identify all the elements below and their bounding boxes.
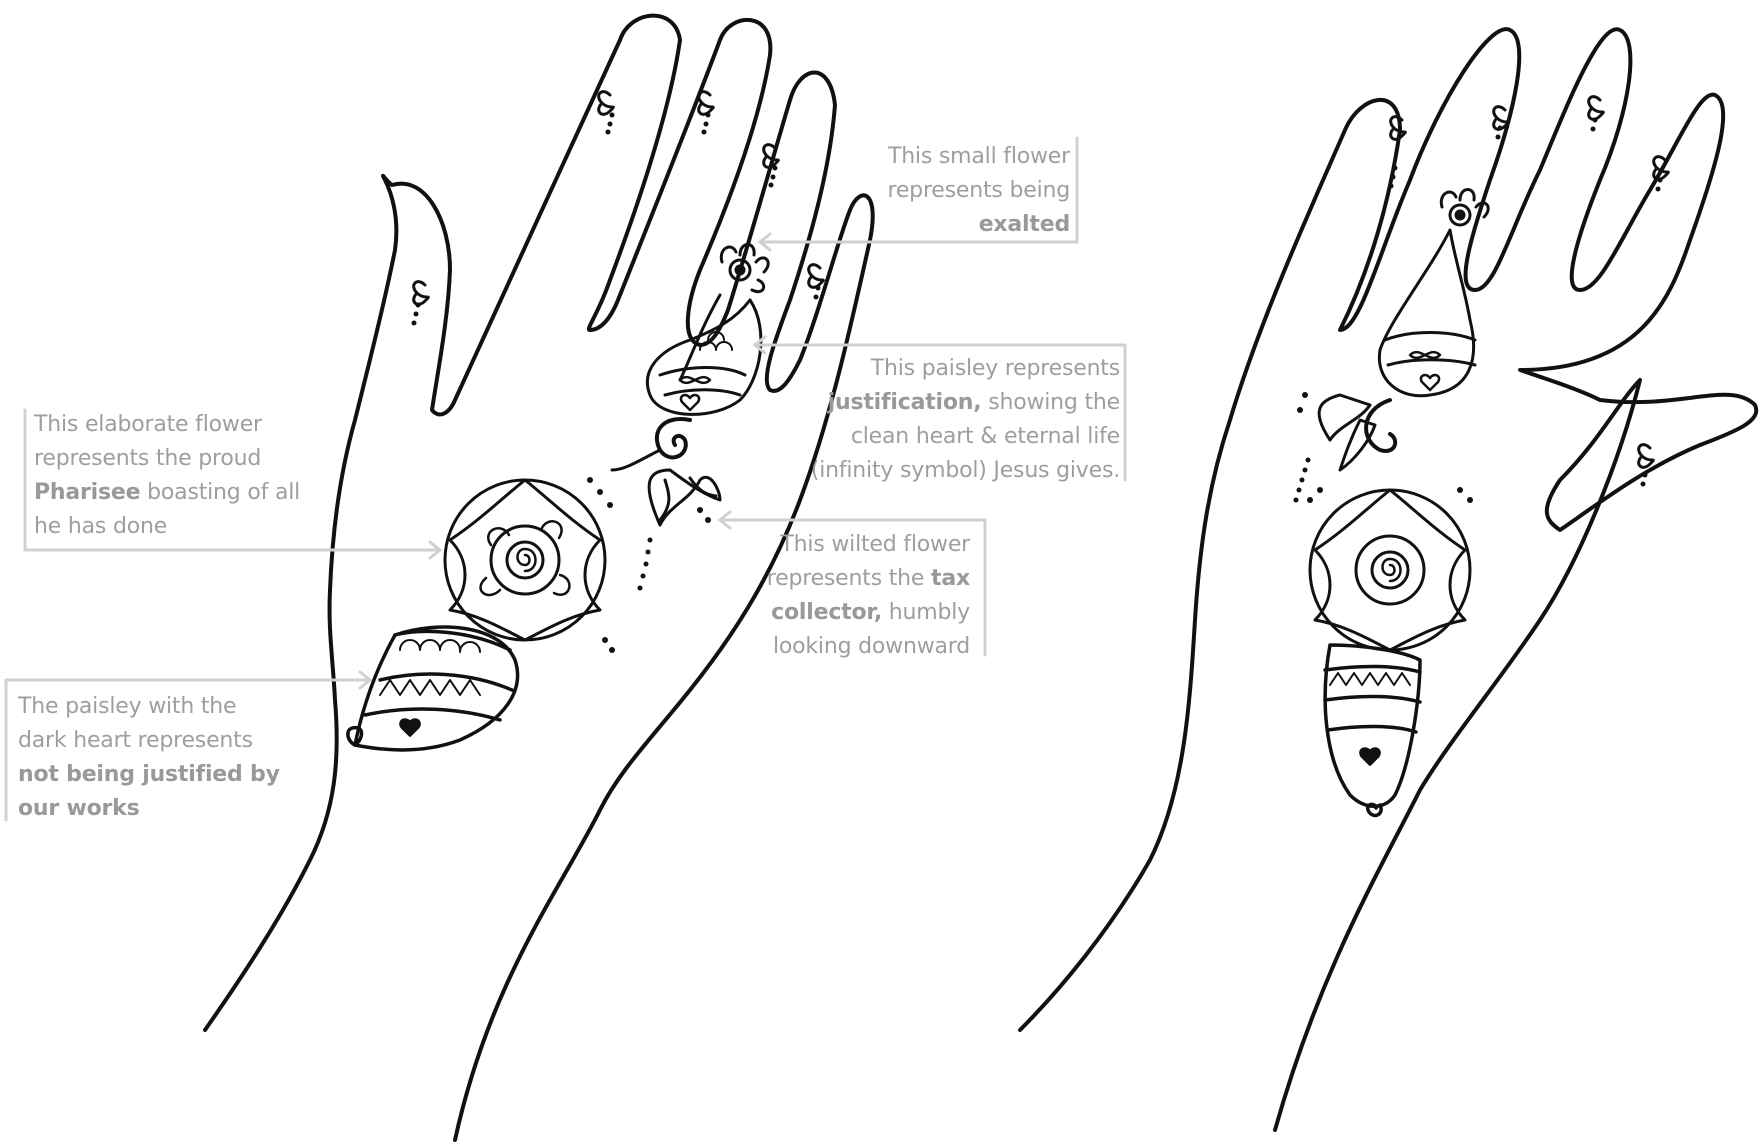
annotation-line: collector, humbly	[720, 596, 970, 630]
elaborate-flower-dots	[587, 477, 615, 653]
annotation-line: our works	[18, 792, 298, 826]
annotation-line: exalted	[820, 208, 1070, 242]
right-dark-heart-paisley-icon	[1325, 645, 1420, 815]
right-heart-icon	[1421, 375, 1439, 390]
annotation-line: represents being	[820, 174, 1070, 208]
right-finger-dots	[1389, 118, 1663, 487]
annotation-exalted: This small flower represents being exalt…	[820, 140, 1070, 242]
annotation-line: looking downward	[720, 630, 970, 664]
annotation-line: The paisley with the	[18, 690, 298, 724]
elaborate-flower-icon	[445, 480, 605, 640]
wilted-flower-dots	[638, 507, 712, 591]
right-hand	[1020, 29, 1756, 1130]
left-finger-dots	[412, 113, 821, 326]
annotation-pharisee: This elaborate flower represents the pro…	[34, 408, 324, 544]
annotation-line: not being justified by	[18, 758, 298, 792]
infinity-icon	[680, 377, 710, 383]
annotation-wilted: This wilted flower represents the tax co…	[720, 528, 970, 664]
heart-icon	[681, 395, 699, 410]
right-connector-curl	[1366, 400, 1395, 451]
right-elaborate-flower-icon	[1310, 490, 1470, 650]
right-hand-outline-icon	[1020, 29, 1756, 1130]
annotation-paisley: The paisley with the dark heart represen…	[18, 690, 298, 826]
annotation-line: This elaborate flower	[34, 408, 324, 442]
right-dots	[1294, 392, 1311, 503]
annotation-line: This wilted flower	[720, 528, 970, 562]
annotation-line: dark heart represents	[18, 724, 298, 758]
right-dark-heart-icon	[1361, 749, 1379, 764]
dark-heart-paisley-icon	[348, 627, 518, 750]
right-finger-motifs	[1391, 97, 1669, 468]
annotation-line: represents the tax	[720, 562, 970, 596]
annotation-line: represents the proud	[34, 442, 324, 476]
dark-heart-icon	[401, 720, 419, 735]
annotation-line: he has done	[34, 510, 324, 544]
annotation-line: This paisley represents	[740, 352, 1120, 386]
annotation-justification: This paisley represents justification, s…	[740, 352, 1120, 488]
right-justification-paisley-icon	[1379, 230, 1475, 396]
annotation-line: (infinity symbol) Jesus gives.	[740, 454, 1120, 488]
annotation-line: This small flower	[820, 140, 1070, 174]
wilted-flower-icon	[612, 450, 720, 525]
connector-curl	[657, 419, 690, 457]
annotation-line: clean heart & eternal life	[740, 420, 1120, 454]
right-infinity-icon	[1410, 352, 1440, 358]
annotation-line: justification, showing the	[740, 386, 1120, 420]
annotation-line: Pharisee boasting of all	[34, 476, 324, 510]
